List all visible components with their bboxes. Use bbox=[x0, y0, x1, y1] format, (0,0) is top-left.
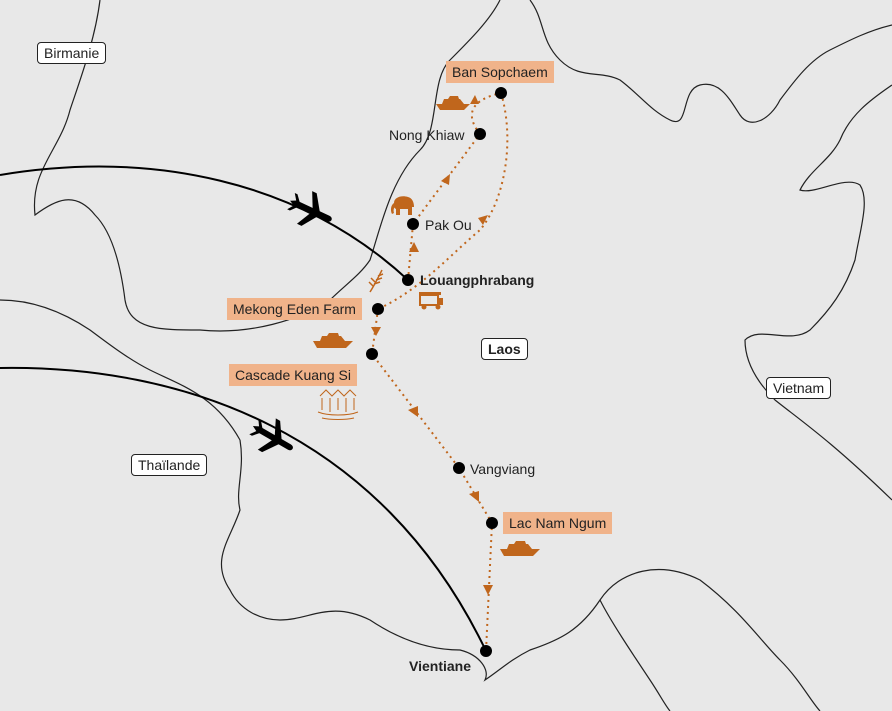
border-laos-vietnam bbox=[744, 84, 892, 501]
arrow-marker bbox=[469, 491, 479, 502]
flight-path-north bbox=[0, 165, 409, 281]
border-south bbox=[599, 599, 671, 711]
town-markers bbox=[366, 87, 507, 657]
arrow-marker bbox=[441, 174, 450, 185]
marker-lac-nam-ngum bbox=[486, 517, 498, 529]
place-label-nong-khiaw: Nong Khiaw bbox=[389, 127, 465, 143]
country-label-laos: Laos bbox=[481, 338, 528, 360]
waterfall-icon bbox=[317, 389, 359, 420]
marker-ban-sopchaem bbox=[495, 87, 507, 99]
marker-mekong-eden-farm bbox=[372, 303, 384, 315]
arrow-marker bbox=[470, 95, 479, 104]
place-label-louangphrabang: Louangphrabang bbox=[420, 272, 535, 288]
marker-nong-khiaw bbox=[474, 128, 486, 140]
place-label-mekong-eden-farm: Mekong Eden Farm bbox=[227, 298, 362, 320]
country-label-vietnam: Vietnam bbox=[766, 377, 832, 399]
arrow-marker bbox=[371, 327, 381, 336]
border-burma-laos bbox=[33, 0, 501, 332]
route-arrows bbox=[371, 95, 493, 595]
place-label-cascade-kuang-si: Cascade Kuang Si bbox=[229, 364, 357, 386]
plane-icon bbox=[287, 191, 332, 226]
country-label-birmanie: Birmanie bbox=[37, 42, 107, 64]
border-west bbox=[0, 299, 241, 441]
boat-icon bbox=[313, 333, 353, 348]
border-laos-thailand bbox=[220, 439, 821, 711]
place-label-pak-ou: Pak Ou bbox=[425, 217, 472, 233]
arrow-marker bbox=[478, 215, 488, 225]
place-label-vangviang: Vangviang bbox=[470, 461, 536, 477]
plane-icon bbox=[249, 418, 293, 453]
tour-route bbox=[370, 92, 509, 652]
tuk-tuk-icon bbox=[419, 292, 443, 310]
place-label-ban-sopchaem: Ban Sopchaem bbox=[446, 61, 554, 83]
flight-path-south bbox=[0, 366, 487, 652]
marker-vientiane bbox=[480, 645, 492, 657]
marker-cascade-kuang-si bbox=[366, 348, 378, 360]
rice-icon bbox=[368, 269, 384, 293]
arrow-marker bbox=[483, 585, 493, 595]
elephant-icon bbox=[390, 196, 414, 215]
marker-pak-ou bbox=[407, 218, 419, 230]
arrow-marker bbox=[409, 242, 419, 252]
border-laos-china bbox=[529, 0, 892, 123]
route-segment bbox=[407, 92, 502, 281]
route-segment bbox=[370, 308, 494, 652]
country-label-thailande: Thaïlande bbox=[131, 454, 208, 476]
place-label-vientiane: Vientiane bbox=[409, 658, 471, 674]
place-label-lac-nam-ngum: Lac Nam Ngum bbox=[503, 512, 613, 534]
flight-paths bbox=[0, 165, 487, 652]
route-segment bbox=[377, 92, 509, 310]
boat-icon bbox=[500, 541, 540, 556]
marker-louangphrabang bbox=[402, 274, 414, 286]
boat-icon bbox=[436, 96, 470, 110]
marker-vangviang bbox=[453, 462, 465, 474]
arrow-marker bbox=[408, 406, 418, 417]
